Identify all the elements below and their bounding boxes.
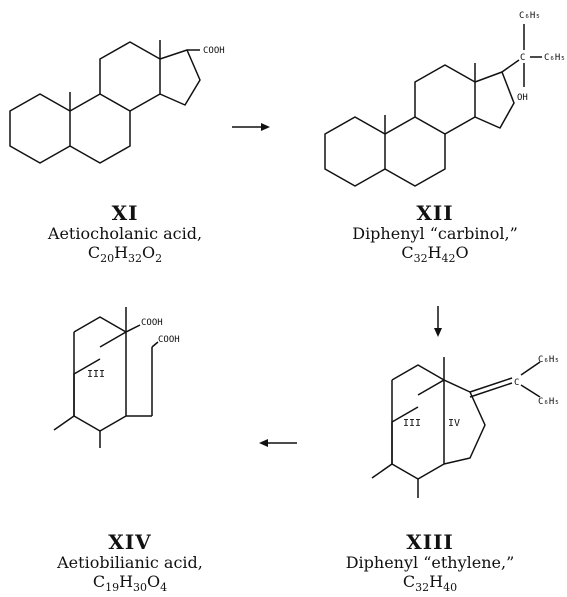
ring-a bbox=[324, 116, 386, 187]
compound-name: Aetiobilianic acid, bbox=[57, 553, 203, 572]
phenyl-top-label: C₆H₅ bbox=[519, 11, 541, 21]
ring-d bbox=[443, 379, 486, 465]
methyl-c9 bbox=[53, 415, 75, 431]
arrow-xiii-to-xiv bbox=[259, 439, 297, 447]
formula-subscript: 30 bbox=[133, 581, 148, 595]
phenyl-right-label: C₆H₅ bbox=[544, 53, 566, 63]
compound-formula: C20H32O2 bbox=[10, 243, 240, 268]
ring-d bbox=[159, 49, 201, 106]
structure-xiii: C C₆H₅ C₆H₅ III IV bbox=[371, 355, 560, 498]
formula-element: O bbox=[142, 243, 156, 262]
formula-subscript: 40 bbox=[443, 581, 458, 595]
ring-c-label: III bbox=[87, 369, 105, 380]
formula-element: H bbox=[427, 243, 442, 262]
compound-formula: C32H40 bbox=[300, 572, 560, 597]
formula-subscript: 2 bbox=[155, 252, 163, 266]
acid-group-label: COOH bbox=[203, 46, 225, 56]
formula-subscript: 42 bbox=[441, 252, 456, 266]
exocyclic-bond-2 bbox=[469, 382, 513, 398]
caption-xi: XI Aetiocholanic acid, C20H32O2 bbox=[10, 202, 240, 268]
ethylene-carbon-label: C bbox=[514, 378, 519, 388]
compound-numeral: XIV bbox=[108, 530, 152, 554]
formula-element: O bbox=[147, 572, 161, 591]
compound-numeral: XII bbox=[416, 201, 454, 225]
ring-b bbox=[69, 93, 131, 164]
ring-c bbox=[391, 379, 445, 480]
ring-c bbox=[99, 41, 161, 112]
ring-c bbox=[414, 64, 476, 135]
formula-element: C bbox=[402, 572, 416, 591]
bond-to-phenyl-top bbox=[520, 361, 541, 376]
hydroxyl-label: OH bbox=[517, 93, 528, 103]
ring-c-label: III bbox=[403, 418, 421, 429]
compound-name: Diphenyl “ethylene,” bbox=[345, 553, 515, 572]
structure-xi: COOH bbox=[9, 40, 225, 164]
ring-c-top bbox=[73, 316, 127, 333]
methyl-c9 bbox=[371, 463, 393, 479]
formula-subscript: 32 bbox=[415, 581, 430, 595]
formula-element: H bbox=[114, 243, 129, 262]
formula-element: C bbox=[87, 243, 101, 262]
formula-element: H bbox=[429, 572, 444, 591]
formula-subscript: 4 bbox=[160, 581, 168, 595]
formula-element: C bbox=[401, 243, 414, 262]
compound-name: Diphenyl “carbinol,” bbox=[352, 224, 518, 243]
formula-subscript: 19 bbox=[105, 581, 120, 595]
caption-xiii: XIII Diphenyl “ethylene,” C32H40 bbox=[300, 531, 560, 597]
caption-xiv: XIV Aetiobilianic acid, C19H30O4 bbox=[20, 531, 240, 597]
acid-top-label: COOH bbox=[141, 318, 163, 328]
ring-b bbox=[384, 116, 446, 187]
ring-a bbox=[9, 93, 71, 164]
phenyl-top-label: C₆H₅ bbox=[538, 355, 560, 365]
ring-d-label: IV bbox=[448, 418, 460, 429]
formula-element: H bbox=[119, 572, 134, 591]
carbinol-carbon-label: C bbox=[520, 53, 525, 63]
compound-formula: C19H30O4 bbox=[20, 572, 240, 597]
structure-xiv: COOH COOH III bbox=[53, 307, 180, 448]
formula-subscript: 32 bbox=[128, 252, 143, 266]
ring-d bbox=[474, 71, 515, 129]
formula-subscript: 20 bbox=[100, 252, 115, 266]
acid-side-label: COOH bbox=[158, 335, 180, 345]
ring-c bbox=[73, 331, 127, 432]
acid-side-bond bbox=[151, 341, 159, 348]
phenyl-bottom-label: C₆H₅ bbox=[538, 397, 560, 407]
arrow-xi-to-xii bbox=[232, 123, 270, 131]
caption-xii: XII Diphenyl “carbinol,” C32H42O bbox=[310, 202, 560, 268]
compound-formula: C32H42O bbox=[310, 243, 560, 268]
formula-element: O bbox=[455, 243, 469, 262]
arrow-xii-to-xiii bbox=[434, 306, 442, 337]
compound-numeral: XIII bbox=[406, 530, 454, 554]
ring-c-hex bbox=[391, 364, 445, 381]
bond-to-carbinol bbox=[501, 59, 520, 73]
formula-element: C bbox=[92, 572, 106, 591]
exocyclic-bond-1 bbox=[469, 377, 513, 393]
compound-numeral: XI bbox=[111, 201, 139, 225]
acid-top-bond bbox=[125, 324, 141, 333]
structure-xii: C₆H₅ C C₆H₅ OH bbox=[324, 11, 566, 187]
compound-name: Aetiocholanic acid, bbox=[47, 224, 203, 243]
formula-subscript: 32 bbox=[413, 252, 428, 266]
bond-to-phenyl-bottom bbox=[520, 384, 541, 398]
